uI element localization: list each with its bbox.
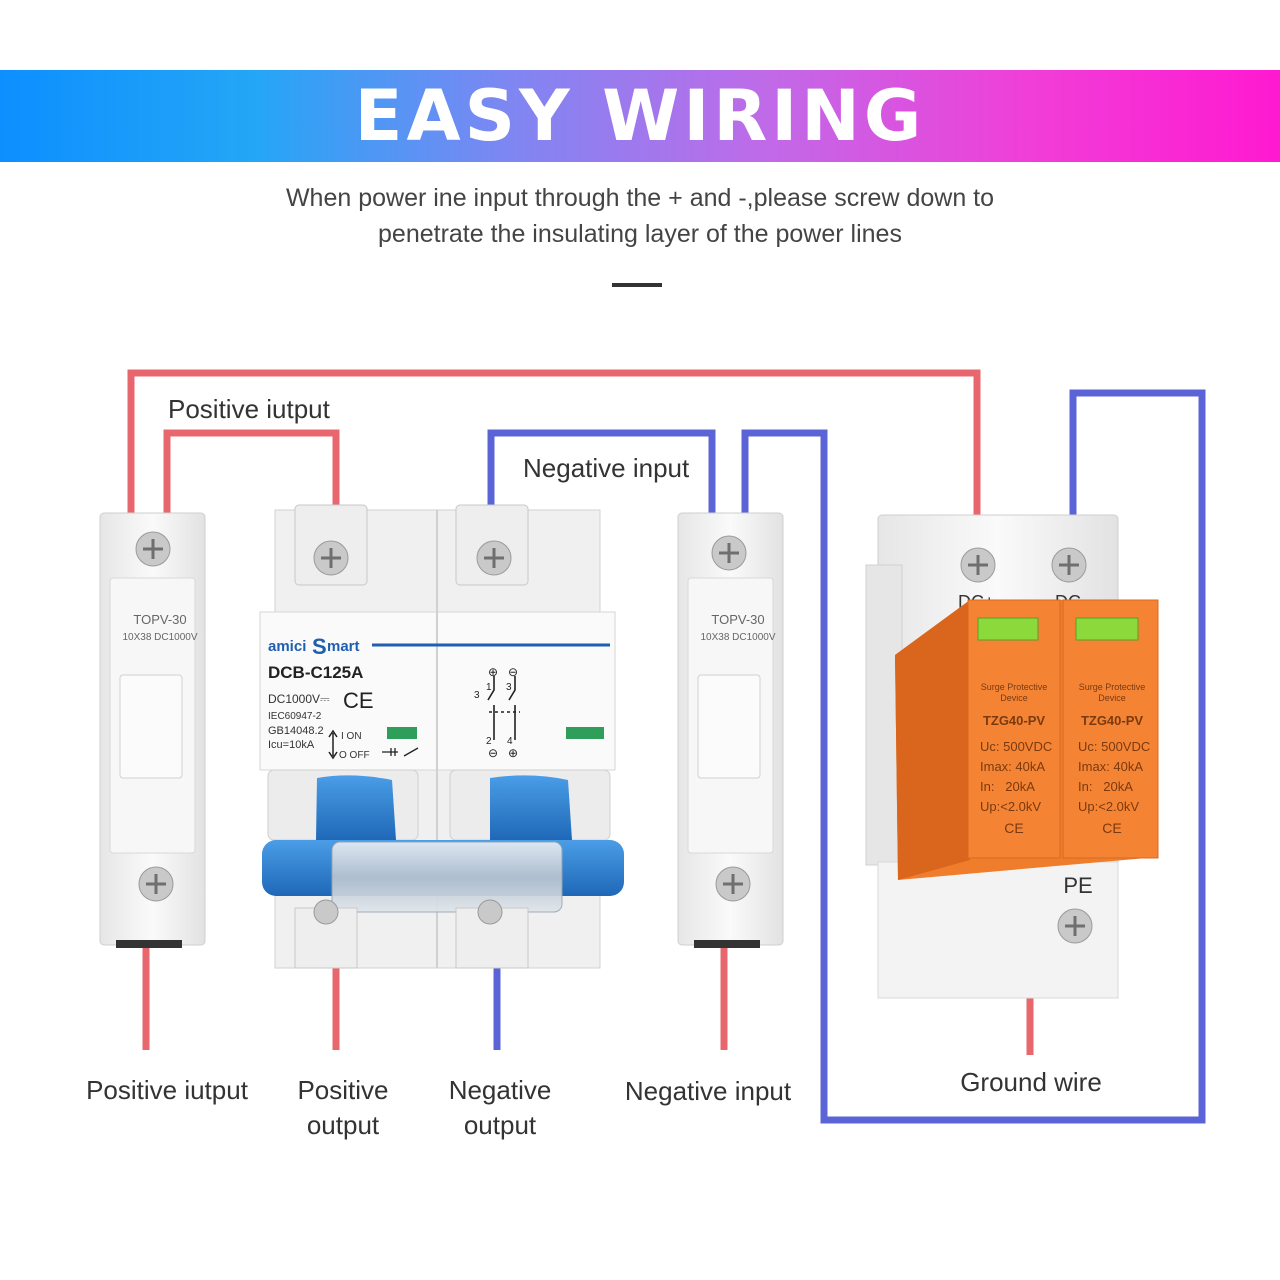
label-negative-output-1: Negative xyxy=(449,1075,552,1105)
label-top-positive-input: Positive iutput xyxy=(168,394,331,424)
surge-protective-device: DC+ DC- Surge Protective Device TZG40-PV… xyxy=(865,514,1159,999)
module-2-title-2: Device xyxy=(1098,693,1126,703)
terminal-2-label: 2 xyxy=(486,736,492,747)
module-1-model: TZG40-PV xyxy=(983,713,1045,728)
brand-suffix: mart xyxy=(327,638,360,655)
toggle-lever-right xyxy=(490,775,572,840)
fuse-model-label: TOPV-30 xyxy=(133,612,186,627)
terminal-3b-label: 3 xyxy=(506,682,512,693)
plus-terminal-bottom-icon: ⊕ xyxy=(508,746,518,760)
label-ground-wire: Ground wire xyxy=(960,1067,1102,1097)
breaker-voltage: DC1000V⎓ xyxy=(268,692,330,706)
subtitle-line-2: penetrate the insulating layer of the po… xyxy=(378,220,902,248)
module-1-ce: CE xyxy=(1004,820,1023,836)
label-top-negative-input: Negative input xyxy=(523,453,690,483)
subtitle-line-1: When power ine input through the + and -… xyxy=(285,184,995,212)
on-off-arrow-icon xyxy=(328,729,338,760)
banner: EASY WIRING xyxy=(0,70,1280,162)
wire-negative-to-spd xyxy=(741,389,1206,1124)
indicator-window xyxy=(1075,617,1139,641)
banner-title: EASY WIRING xyxy=(354,75,926,157)
off-label: O OFF xyxy=(339,750,370,761)
module-1-uc: Uc: 500VDC xyxy=(980,739,1052,754)
positive-wires xyxy=(127,369,1034,1055)
negative-wires xyxy=(487,389,1206,1124)
module-1-title-2: Device xyxy=(1000,693,1028,703)
dc-symbol-icon xyxy=(382,747,419,757)
module-2-uc: Uc: 500VDC xyxy=(1078,739,1150,754)
module-2-in: In: 20kA xyxy=(1078,779,1133,794)
fuse-model-label: TOPV-30 xyxy=(711,612,764,627)
breaker-model: DCB-C125A xyxy=(268,663,363,682)
terminal-3-label: 3 xyxy=(474,690,480,701)
plus-terminal-icon: ⊕ xyxy=(488,665,498,679)
tie-bar xyxy=(331,841,563,913)
breaker-standard-2: GB14048.2 xyxy=(268,725,324,737)
label-negative-output-2: output xyxy=(464,1110,537,1140)
module-2-up: Up:<2.0kV xyxy=(1078,799,1139,814)
breaker-standard-1: IEC60947-2 xyxy=(268,711,322,722)
ce-mark: CE xyxy=(343,688,374,713)
toggle-lever-left xyxy=(316,775,396,840)
module-1-in: In: 20kA xyxy=(980,779,1035,794)
module-2-model: TZG40-PV xyxy=(1081,713,1143,728)
label-bottom-negative-input: Negative input xyxy=(625,1076,792,1106)
breaker-icu: Icu=10kA xyxy=(268,739,315,751)
wire-positive-to-spd xyxy=(127,369,981,520)
screw-icon xyxy=(477,899,503,925)
status-window xyxy=(566,727,604,739)
minus-terminal-icon: ⊖ xyxy=(508,665,518,679)
label-positive-output-1: Positive xyxy=(297,1075,388,1105)
module-2-ce: CE xyxy=(1102,820,1121,836)
indicator-window xyxy=(977,617,1039,641)
circuit-breaker: amici S mart DCB-C125A DC1000V⎓ CE IEC60… xyxy=(259,504,624,969)
pe-label: PE xyxy=(1063,873,1092,898)
terminal-4-label: 4 xyxy=(507,736,513,747)
breaker-schematic xyxy=(487,676,520,740)
wire-positive-jumper xyxy=(163,429,340,515)
fuse-spec-label: 10X38 DC1000V xyxy=(700,632,775,643)
wire-negative-jumper xyxy=(487,429,716,515)
fuse-holder-left: TOPV-30 10X38 DC1000V xyxy=(99,512,206,948)
module-1-up: Up:<2.0kV xyxy=(980,799,1041,814)
module-2-title-1: Surge Protective xyxy=(1079,682,1146,692)
divider xyxy=(612,283,662,287)
minus-terminal-bottom-icon: ⊖ xyxy=(488,746,498,760)
label-bottom-positive-input: Positive iutput xyxy=(86,1075,249,1105)
brand-logo: S xyxy=(312,634,327,659)
module-1-title-1: Surge Protective xyxy=(981,682,1048,692)
label-positive-output-2: output xyxy=(307,1110,380,1140)
screw-icon xyxy=(313,899,339,925)
fuse-spec-label: 10X38 DC1000V xyxy=(122,632,197,643)
module-1-imax: Imax: 40kA xyxy=(980,759,1045,774)
module-2-imax: Imax: 40kA xyxy=(1078,759,1143,774)
terminal-1-label: 1 xyxy=(486,682,492,693)
brand-prefix: amici xyxy=(268,638,306,655)
fuse-holder-right: TOPV-30 10X38 DC1000V xyxy=(677,512,784,948)
status-window xyxy=(387,727,417,739)
on-label: I ON xyxy=(341,731,362,742)
